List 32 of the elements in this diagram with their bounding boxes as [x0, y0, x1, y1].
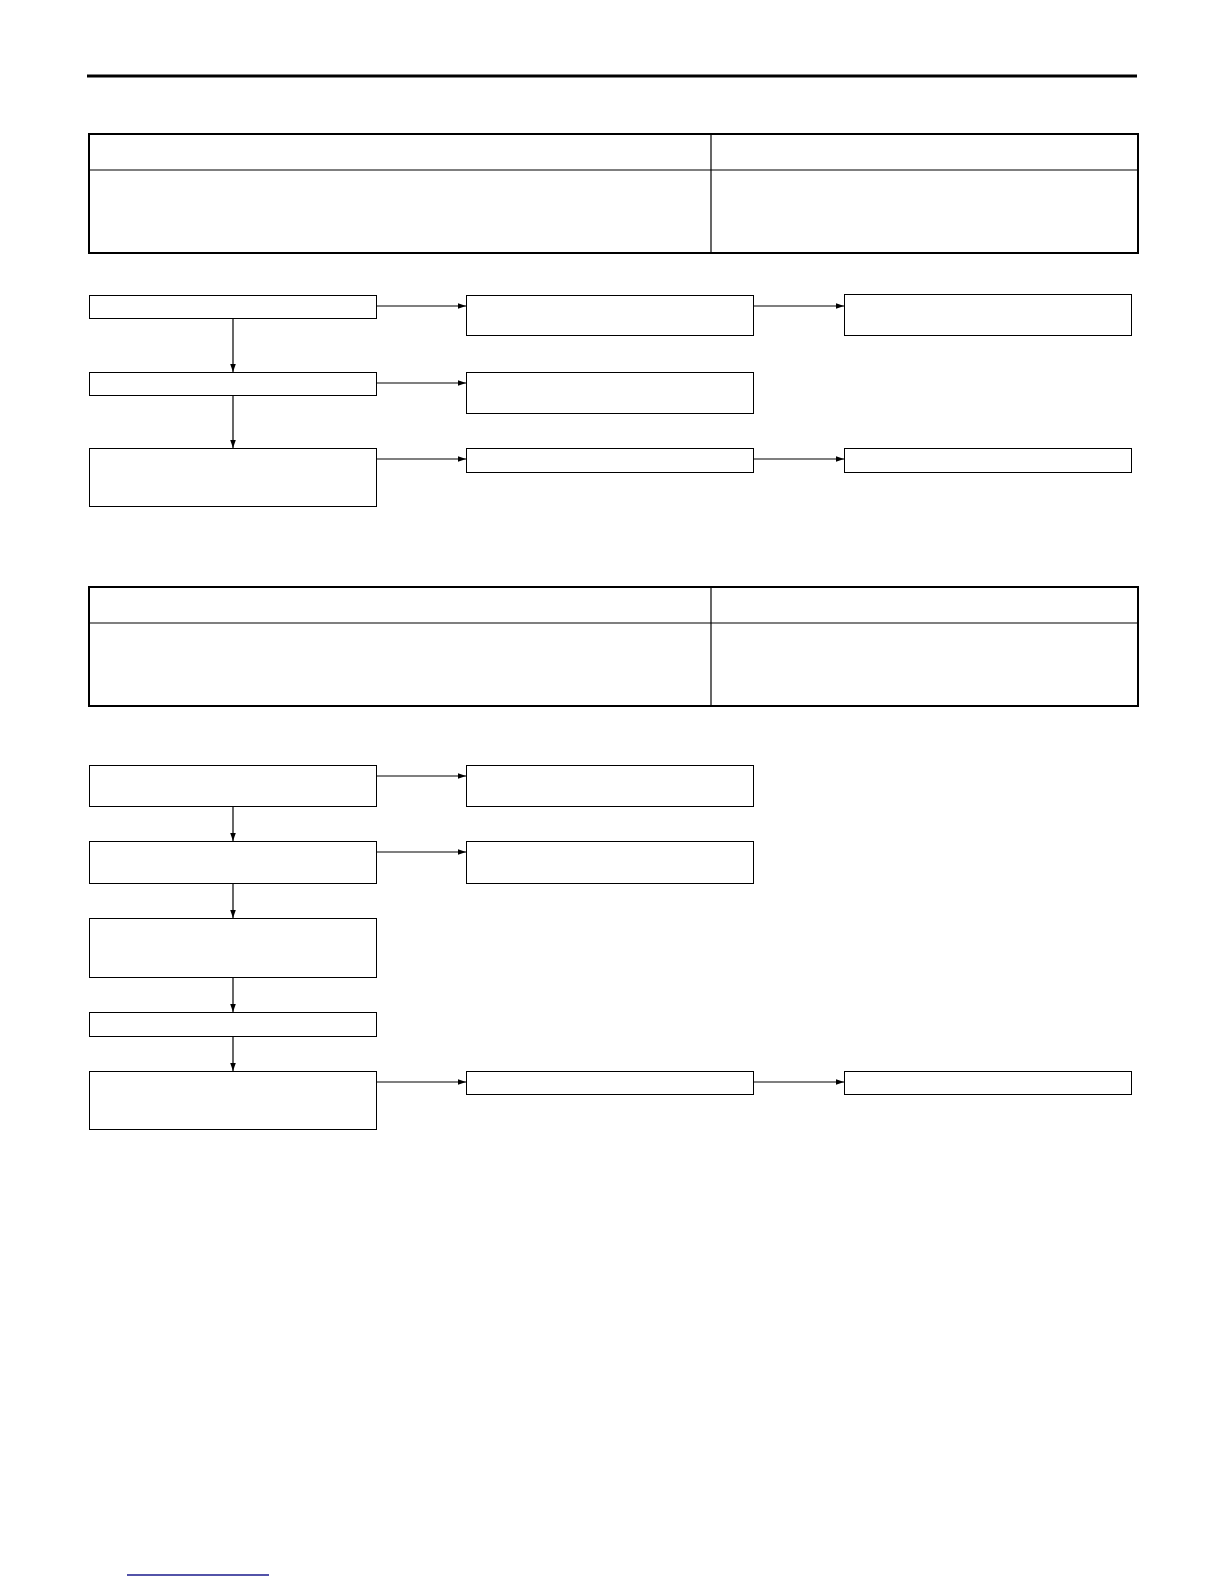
process-box: [89, 295, 377, 319]
arrow: [376, 380, 467, 386]
process-box: [466, 765, 754, 807]
arrow: [230, 395, 236, 449]
arrow: [753, 303, 845, 309]
process-box: [466, 295, 754, 336]
process-box: [844, 294, 1132, 336]
process-box: [466, 841, 754, 884]
arrow: [376, 303, 467, 309]
arrow: [376, 849, 467, 855]
arrow: [230, 318, 236, 373]
process-box: [89, 918, 377, 978]
arrow: [230, 806, 236, 842]
arrow: [230, 1036, 236, 1072]
arrow: [753, 1079, 845, 1085]
arrow: [376, 773, 467, 779]
arrow: [230, 883, 236, 919]
process-box: [89, 841, 377, 884]
process-box: [89, 765, 377, 807]
process-box: [89, 372, 377, 396]
process-box: [466, 372, 754, 414]
arrow: [230, 977, 236, 1013]
process-box: [466, 448, 754, 473]
process-box: [844, 1071, 1132, 1095]
process-box: [89, 1071, 377, 1130]
arrow: [753, 456, 845, 462]
arrow: [376, 456, 467, 462]
process-box: [466, 1071, 754, 1095]
arrow: [376, 1079, 467, 1085]
process-box: [89, 1012, 377, 1037]
process-box: [89, 448, 377, 507]
process-box: [844, 448, 1132, 473]
